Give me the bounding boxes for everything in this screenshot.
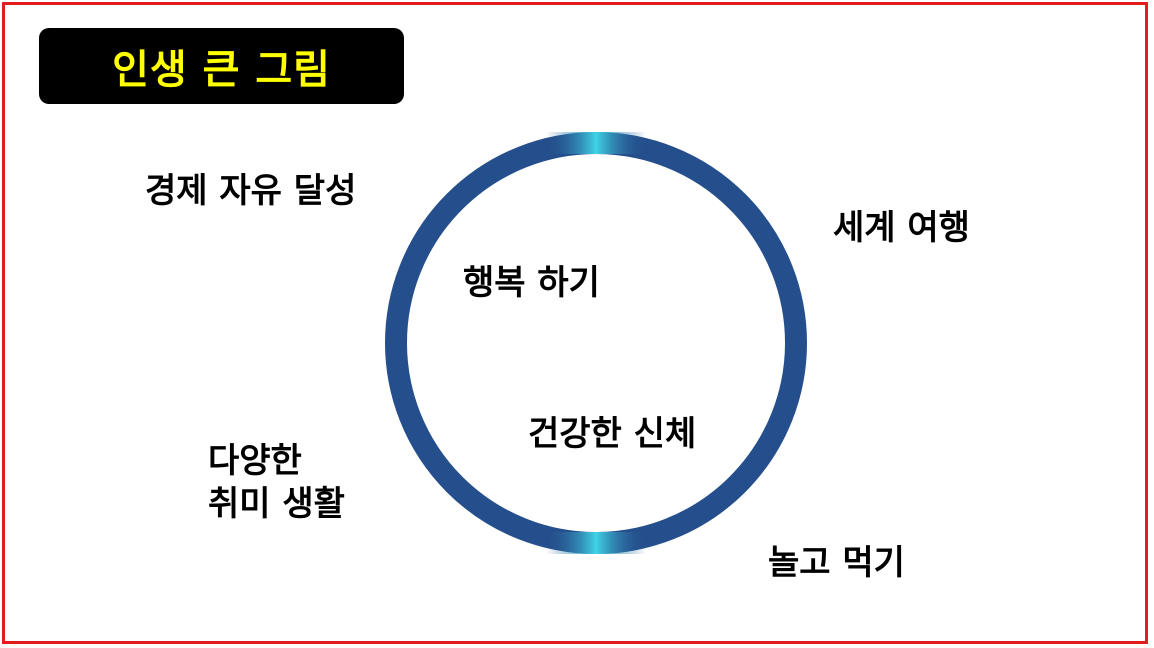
label-be-happy: 행복 하기 <box>463 263 600 303</box>
title-box: 인생 큰 그림 <box>39 28 404 104</box>
label-economic-freedom: 경제 자유 달성 <box>145 171 357 211</box>
circle-glow-bottom <box>546 532 646 554</box>
label-hobbies: 다양한 취미 생활 <box>208 440 345 525</box>
page-title: 인생 큰 그림 <box>112 47 331 93</box>
label-play-eat: 놀고 먹기 <box>768 543 905 583</box>
circle-glow-top <box>546 132 646 154</box>
label-world-travel: 세계 여행 <box>833 208 970 248</box>
label-healthy-body: 건강한 신체 <box>528 414 697 454</box>
label-hobbies-line2: 취미 생활 <box>208 483 345 524</box>
circle-ring <box>385 132 807 554</box>
label-hobbies-line1: 다양한 <box>208 441 302 481</box>
